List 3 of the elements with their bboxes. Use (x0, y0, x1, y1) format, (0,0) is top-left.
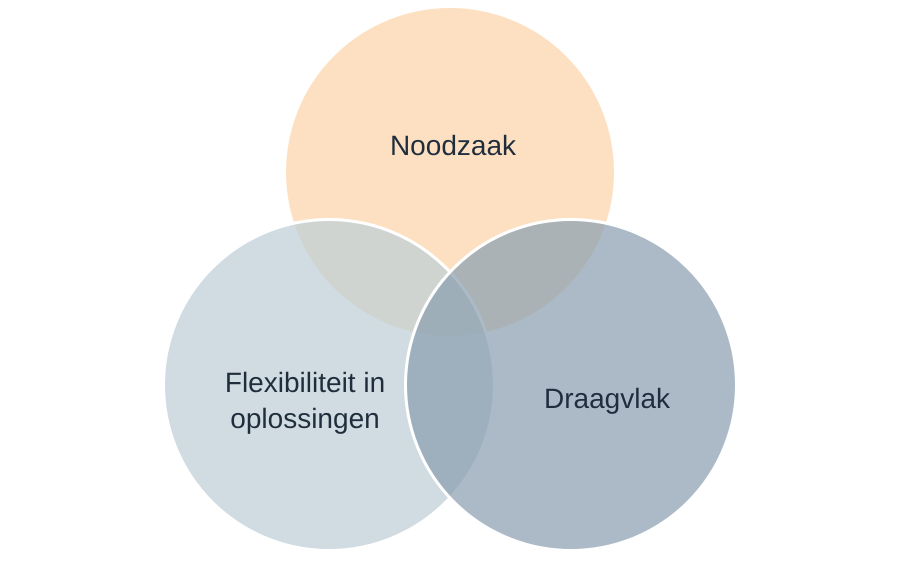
circle-label: Noodzaak (388, 129, 518, 163)
circle-label: Flexibiliteit in oplossingen (224, 366, 386, 436)
circle-label: Draagvlak (542, 382, 672, 416)
